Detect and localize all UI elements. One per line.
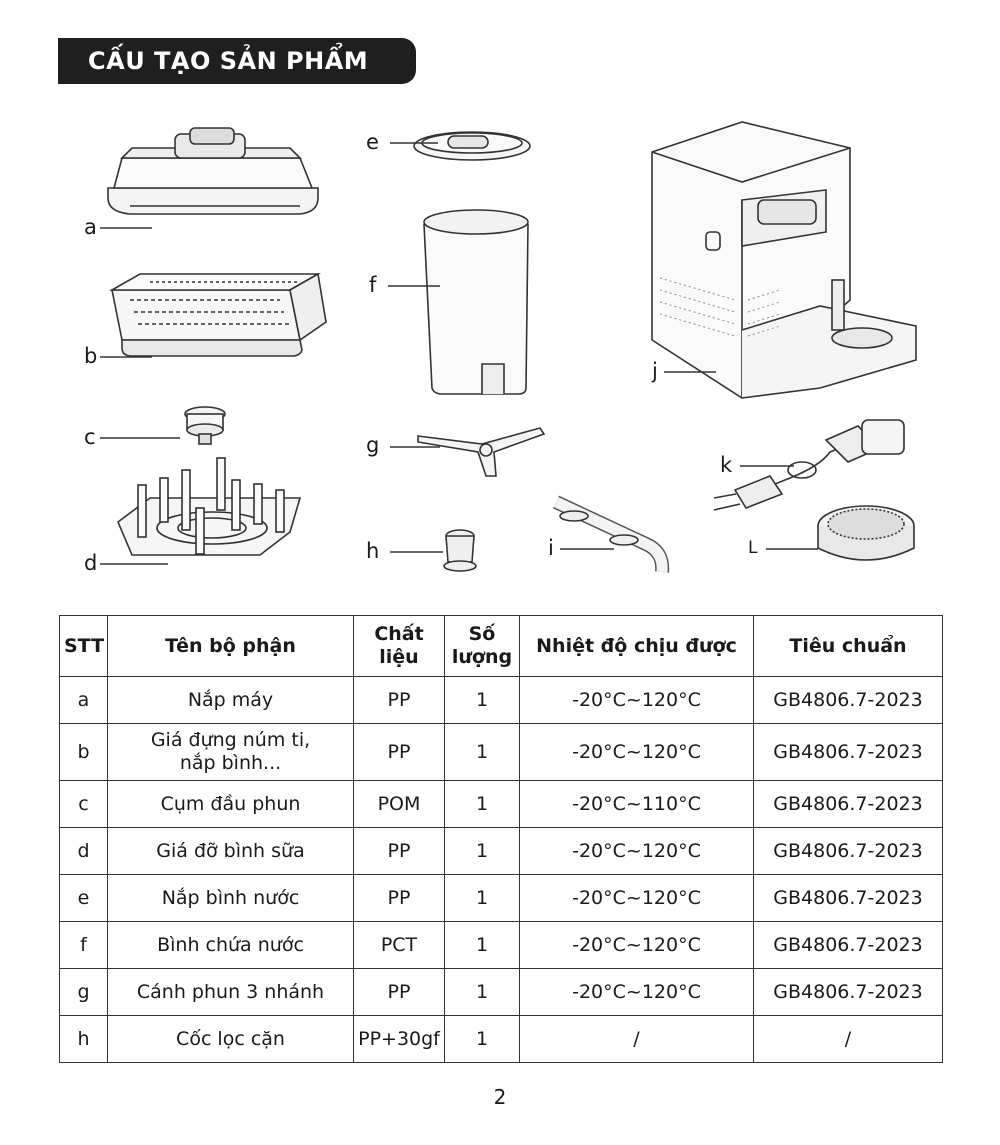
table-row: b Giá đựng núm ti, nắp bình... PP 1 -20°…	[59, 723, 943, 781]
cell-standard: GB4806.7-2023	[753, 780, 943, 828]
cell-material: PP	[353, 968, 445, 1016]
cell-material: PCT	[353, 921, 445, 969]
part-b-rack-illustration	[108, 272, 327, 357]
header-material: Chất liệu	[353, 615, 445, 677]
part-g-spray-arm-illustration	[417, 427, 546, 477]
part-label-d: d	[84, 551, 98, 575]
table-header-row: STT Tên bộ phận Chất liệu Số lượng Nhiệt…	[59, 615, 943, 677]
part-c-spray-head-illustration	[184, 406, 226, 445]
cell-temperature: -20°C~120°C	[519, 827, 754, 875]
page-number: 2	[493, 1085, 507, 1109]
cell-material: PP	[353, 874, 445, 922]
part-label-g: g	[366, 433, 380, 457]
cell-name: Cốc lọc cặn	[107, 1015, 354, 1063]
part-e-tank-lid-illustration	[413, 131, 531, 161]
cell-quantity: 1	[444, 780, 520, 828]
cell-stt: c	[59, 780, 108, 828]
cell-quantity: 1	[444, 921, 520, 969]
header-standard: Tiêu chuẩn	[753, 615, 943, 677]
cell-quantity: 1	[444, 1015, 520, 1063]
cell-stt: e	[59, 874, 108, 922]
table-row: a Nắp máy PP 1 -20°C~120°C GB4806.7-2023	[59, 676, 943, 724]
table-row: g Cánh phun 3 nhánh PP 1 -20°C~120°C GB4…	[59, 968, 943, 1016]
part-j-main-unit-illustration	[651, 121, 917, 400]
cell-temperature: -20°C~120°C	[519, 723, 754, 781]
cell-material: PP	[353, 723, 445, 781]
cell-material: POM	[353, 780, 445, 828]
cell-temperature: -20°C~120°C	[519, 874, 754, 922]
part-label-e: e	[366, 130, 379, 154]
cell-quantity: 1	[444, 676, 520, 724]
cell-name: Giá đỡ bình sữa	[107, 827, 354, 875]
table-row: e Nắp bình nước PP 1 -20°C~120°C GB4806.…	[59, 874, 943, 922]
cell-standard: /	[753, 1015, 943, 1063]
header-stt: STT	[59, 615, 108, 677]
part-label-c: c	[84, 425, 96, 449]
cell-temperature: -20°C~120°C	[519, 968, 754, 1016]
cell-standard: GB4806.7-2023	[753, 676, 943, 724]
cell-name: Nắp bình nước	[107, 874, 354, 922]
cell-material: PP	[353, 676, 445, 724]
cell-name: Cụm đầu phun	[107, 780, 354, 828]
cell-temperature: /	[519, 1015, 754, 1063]
cell-quantity: 1	[444, 968, 520, 1016]
cell-temperature: -20°C~120°C	[519, 676, 754, 724]
cell-standard: GB4806.7-2023	[753, 827, 943, 875]
part-label-a: a	[84, 215, 97, 239]
part-label-h: h	[366, 539, 380, 563]
cell-stt: f	[59, 921, 108, 969]
cell-quantity: 1	[444, 723, 520, 781]
cell-standard: GB4806.7-2023	[753, 874, 943, 922]
cell-name: Cánh phun 3 nhánh	[107, 968, 354, 1016]
cell-material: PP	[353, 827, 445, 875]
cell-stt: d	[59, 827, 108, 875]
cell-stt: h	[59, 1015, 108, 1063]
part-label-l: L	[748, 538, 758, 558]
part-f-water-tank-illustration	[423, 209, 529, 395]
cell-name: Bình chứa nước	[107, 921, 354, 969]
cell-quantity: 1	[444, 874, 520, 922]
table-row: c Cụm đầu phun POM 1 -20°C~110°C GB4806.…	[59, 780, 943, 828]
section-title-bar: CẤU TẠO SẢN PHẨM	[58, 38, 416, 84]
header-name: Tên bộ phận	[107, 615, 354, 677]
product-parts-diagram	[100, 121, 917, 573]
cell-quantity: 1	[444, 827, 520, 875]
parts-table: STT Tên bộ phận Chất liệu Số lượng Nhiệt…	[59, 615, 943, 1063]
cell-standard: GB4806.7-2023	[753, 921, 943, 969]
cell-temperature: -20°C~110°C	[519, 780, 754, 828]
part-label-j: j	[652, 359, 658, 383]
part-a-lid-illustration	[107, 127, 319, 215]
part-h-filter-cup-illustration	[443, 529, 477, 572]
part-k-power-cord-illustration	[713, 419, 905, 511]
cell-name: Giá đựng núm ti, nắp bình...	[107, 723, 354, 781]
table-row: d Giá đỡ bình sữa PP 1 -20°C~120°C GB480…	[59, 827, 943, 875]
cell-standard: GB4806.7-2023	[753, 723, 943, 781]
part-label-f: f	[369, 273, 377, 297]
header-quantity: Số lượng	[444, 615, 520, 677]
part-l-filter-illustration	[817, 505, 915, 561]
cell-temperature: -20°C~120°C	[519, 921, 754, 969]
section-title: CẤU TẠO SẢN PHẨM	[88, 47, 369, 75]
part-label-i: i	[548, 536, 554, 560]
cell-stt: b	[59, 723, 108, 781]
part-i-hose-illustration	[553, 495, 670, 573]
cell-material: PP+30gf	[353, 1015, 445, 1063]
cell-stt: g	[59, 968, 108, 1016]
part-label-b: b	[84, 344, 98, 368]
part-d-bottle-holder-illustration	[117, 457, 302, 556]
cell-name: Nắp máy	[107, 676, 354, 724]
cell-standard: GB4806.7-2023	[753, 968, 943, 1016]
table-row: h Cốc lọc cặn PP+30gf 1 / /	[59, 1015, 943, 1063]
header-temperature: Nhiệt độ chịu được	[519, 615, 754, 677]
cell-stt: a	[59, 676, 108, 724]
part-label-k: k	[720, 453, 733, 477]
table-row: f Bình chứa nước PCT 1 -20°C~120°C GB480…	[59, 921, 943, 969]
